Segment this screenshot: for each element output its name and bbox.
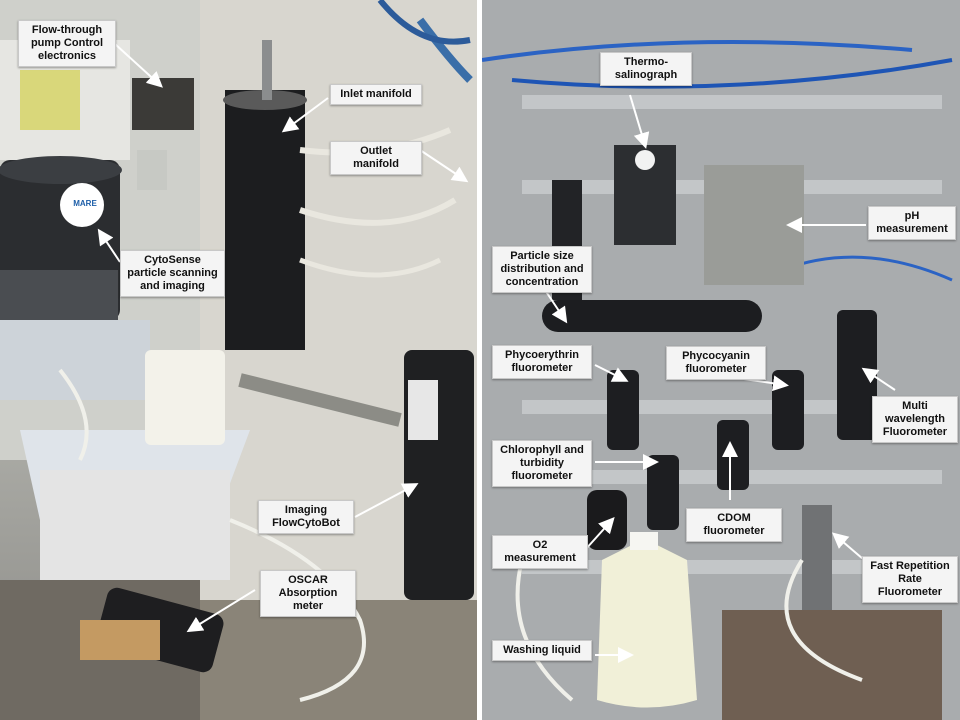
label-cytosense: CytoSense particle scanning and imaging xyxy=(120,250,225,297)
cytosense-logo: MARE xyxy=(73,199,97,208)
label-chlorophyll-turbidity: Chlorophyll and turbidity fluorometer xyxy=(492,440,592,487)
label-multi-wavelength: Multi wavelength Fluorometer xyxy=(872,396,958,443)
label-inlet-manifold: Inlet manifold xyxy=(330,84,422,105)
label-thermosalinograph: Thermo- salinograph xyxy=(600,52,692,86)
panel-divider xyxy=(477,0,482,720)
label-phycocyanin: Phycocyanin fluorometer xyxy=(666,346,766,380)
left-photo-panel xyxy=(0,0,477,720)
label-washing-liquid: Washing liquid xyxy=(492,640,592,661)
label-phycoerythrin: Phycoerythrin fluorometer xyxy=(492,345,592,379)
label-fast-repetition-rate: Fast Repetition Rate Fluorometer xyxy=(862,556,958,603)
left-photo-drawing xyxy=(0,0,477,720)
label-o2-measurement: O2 measurement xyxy=(492,535,588,569)
label-oscar: OSCAR Absorption meter xyxy=(260,570,356,617)
label-ph-measurement: pH measurement xyxy=(868,206,956,240)
label-imaging-flowcytobot: Imaging FlowCytoBot xyxy=(258,500,354,534)
label-outlet-manifold: Outlet manifold xyxy=(330,141,422,175)
label-flow-through-pump-control: Flow-through pump Control electronics xyxy=(18,20,116,67)
label-cdom: CDOM fluorometer xyxy=(686,508,782,542)
label-particle-size: Particle size distribution and concentra… xyxy=(492,246,592,293)
